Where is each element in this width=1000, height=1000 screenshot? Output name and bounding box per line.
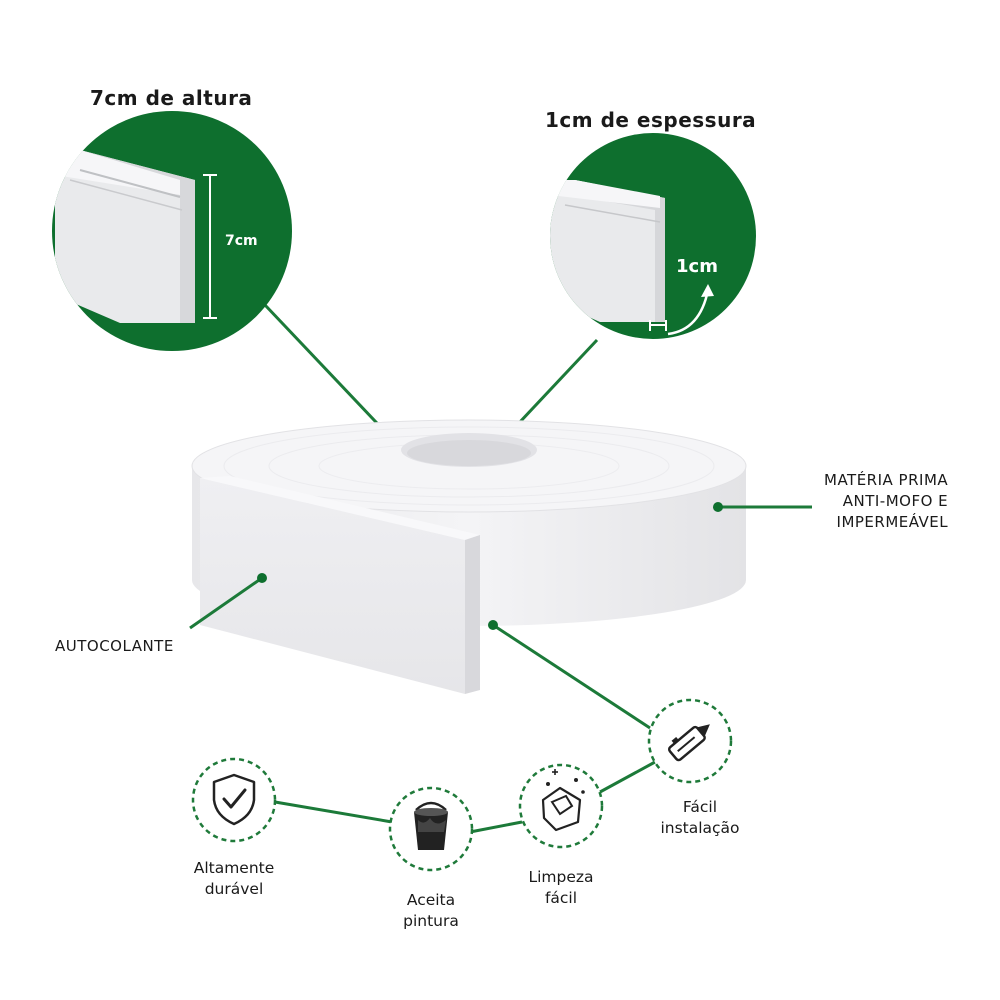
material-callout: MATÉRIA PRIMA ANTI-MOFO E IMPERMEÁVEL: [824, 470, 948, 533]
tape-roll: [191, 419, 747, 694]
feature-paintable-line-1: Aceita: [406, 891, 456, 909]
thickness-detail-magnifier: [550, 133, 756, 339]
feature-connector: [274, 800, 393, 824]
feature-durable: [191, 757, 277, 843]
left-detail-connector: [263, 303, 395, 442]
material-callout-line-3: IMPERMEÁVEL: [836, 513, 949, 531]
feature-easy-install: [647, 698, 733, 784]
height-measure-label: 7cm: [225, 233, 258, 249]
feature-paintable-line-2: pintura: [403, 912, 459, 930]
feature-easy-install-line-1: Fácil: [682, 798, 718, 816]
feature-connector: [599, 760, 656, 794]
utility-knife-icon: [667, 724, 710, 762]
feature-connector: [469, 820, 523, 834]
feature-durable-label: Altamente durável: [174, 858, 294, 900]
adhesive-callout: AUTOCOLANTE: [55, 637, 174, 655]
feature-easy-install-line-2: instalação: [660, 819, 740, 837]
feature-paintable: [388, 786, 474, 872]
height-heading: 7cm de altura: [90, 86, 253, 110]
cleaning-hand-icon: [541, 769, 585, 832]
feature-paintable-label: Aceita pintura: [371, 890, 491, 932]
feature-easy-clean-line-1: Limpeza: [528, 868, 594, 886]
feature-easy-clean: [518, 763, 604, 849]
material-callout-line-1: MATÉRIA PRIMA: [824, 471, 949, 489]
adhesive-callout-dot: [257, 573, 267, 583]
install-callout-dot: [488, 620, 498, 630]
paint-bucket-icon: [414, 801, 448, 850]
material-callout-line-2: ANTI-MOFO E: [842, 492, 949, 510]
feature-easy-install-label: Fácil instalação: [640, 797, 760, 839]
material-callout-dot: [713, 502, 723, 512]
adhesive-callout-line: [189, 576, 263, 630]
feature-durable-line-2: durável: [204, 880, 264, 898]
feature-easy-clean-line-2: fácil: [544, 889, 578, 907]
install-callout-line: [492, 623, 651, 730]
feature-durable-line-1: Altamente: [193, 859, 275, 877]
thickness-heading: 1cm de espessura: [545, 108, 757, 132]
feature-easy-clean-label: Limpeza fácil: [501, 867, 621, 909]
height-detail-magnifier: [52, 111, 292, 351]
shield-check-icon: [212, 773, 256, 826]
thickness-measure-label: 1cm: [676, 256, 718, 277]
